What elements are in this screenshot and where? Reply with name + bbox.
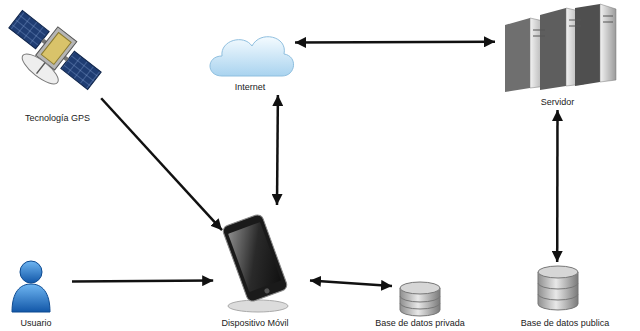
- cloud-icon: [210, 37, 294, 76]
- user-icon: [12, 261, 50, 312]
- icon-node: Base de datos publica: [500, 262, 630, 331]
- database-icon: [538, 266, 578, 310]
- node-label: Base de datos privada: [375, 318, 465, 329]
- icon-node: Tecnología GPS: [0, 0, 115, 126]
- icon-node: Dispositivo Móvil: [200, 205, 310, 331]
- icon-node: Base de datos privada: [370, 280, 470, 331]
- database-icon: [400, 282, 440, 316]
- connector-arrow: [295, 41, 495, 44]
- node-label: Base de datos publica: [521, 318, 610, 329]
- node-label: Dispositivo Móvil: [221, 318, 288, 329]
- node-label: Servidor: [541, 97, 575, 108]
- server-icon: [505, 4, 616, 92]
- icon-node: Internet: [205, 25, 295, 95]
- icon-node: Usuario: [0, 255, 72, 331]
- node-label: Usuario: [20, 318, 51, 329]
- connector-arrow: [276, 95, 279, 205]
- connector-arrow: [101, 98, 222, 230]
- node-label: Tecnología GPS: [25, 113, 90, 124]
- node-label: Internet: [235, 82, 266, 93]
- connector-arrow: [310, 281, 392, 287]
- connector-arrow: [556, 110, 559, 262]
- connector-arrow: [72, 281, 213, 282]
- satellite-icon: [0, 3, 107, 106]
- icon-node: Servidor: [495, 0, 620, 110]
- phone-icon: [222, 213, 289, 312]
